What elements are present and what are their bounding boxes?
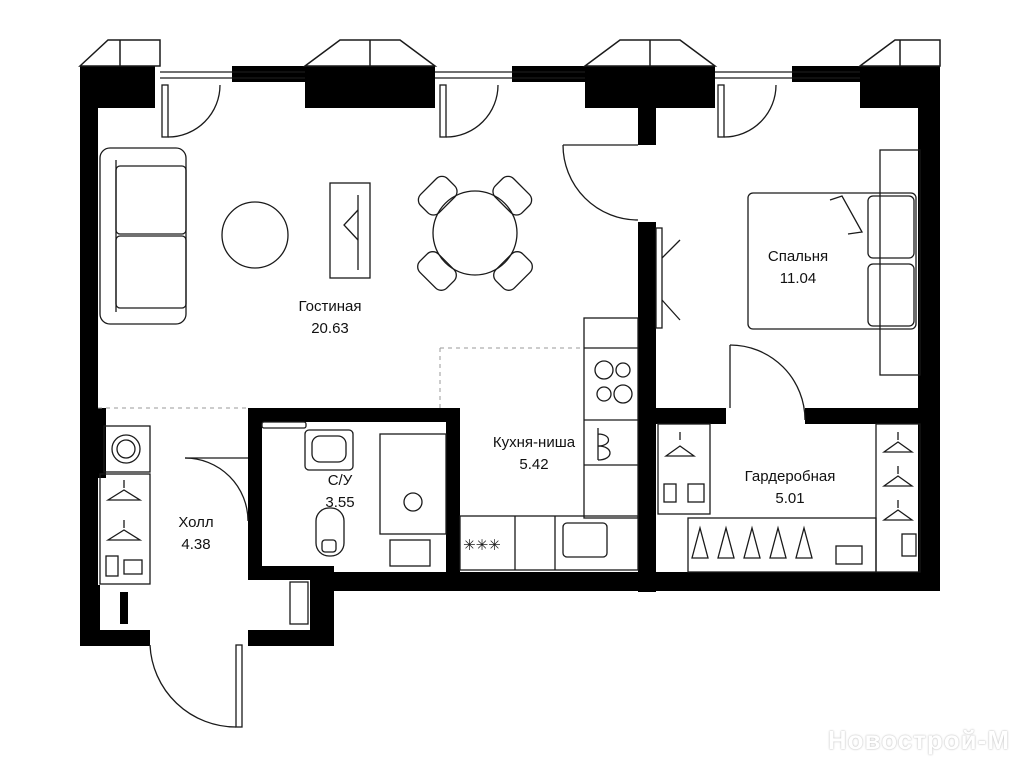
room-label-living: Гостиная 20.63 — [299, 296, 362, 340]
kitchen-units — [459, 317, 639, 571]
bathroom-area: 3.55 — [325, 494, 355, 511]
walls — [80, 66, 940, 646]
living-area: 20.63 — [311, 320, 349, 337]
tv-stand — [329, 182, 371, 279]
room-label-bedroom: Спальня 11.04 — [768, 246, 828, 290]
room-label-wardrobe: Гардеробная 5.01 — [745, 466, 836, 510]
bathroom-fixtures — [261, 421, 447, 567]
wardrobe-area: 5.01 — [775, 490, 805, 507]
room-label-kitchen: Кухня-ниша 5.42 — [493, 432, 575, 476]
bedroom-name: Спальня — [767, 248, 829, 265]
window-glazing — [160, 71, 860, 79]
coffee-table — [221, 201, 289, 269]
bed — [747, 149, 921, 376]
washing-machine — [103, 425, 151, 473]
bathroom-name: С/У — [327, 472, 353, 489]
kitchen-name: Кухня-ниша — [492, 434, 576, 451]
wardrobe-name: Гардеробная — [744, 468, 836, 485]
hall-wardrobe — [99, 473, 151, 585]
dining-set — [417, 175, 533, 291]
kitchen-area: 5.42 — [519, 456, 549, 473]
hall-name: Холл — [178, 514, 214, 531]
window-bays — [78, 39, 941, 67]
room-label-hall: Холл 4.38 — [178, 512, 213, 556]
living-name: Гостиная — [298, 298, 362, 315]
hall-area: 4.38 — [181, 536, 211, 553]
room-label-bathroom: С/У 3.55 — [325, 470, 354, 514]
zone-lines — [98, 347, 583, 409]
watermark: Новострой-М — [827, 725, 1010, 755]
bedroom-area: 11.04 — [779, 270, 817, 287]
doors — [149, 84, 806, 728]
sofa — [99, 147, 187, 325]
stove-glyph: ✳✳✳ — [463, 536, 501, 554]
closet-racks — [657, 423, 921, 573]
hall-cabinet — [289, 581, 309, 625]
